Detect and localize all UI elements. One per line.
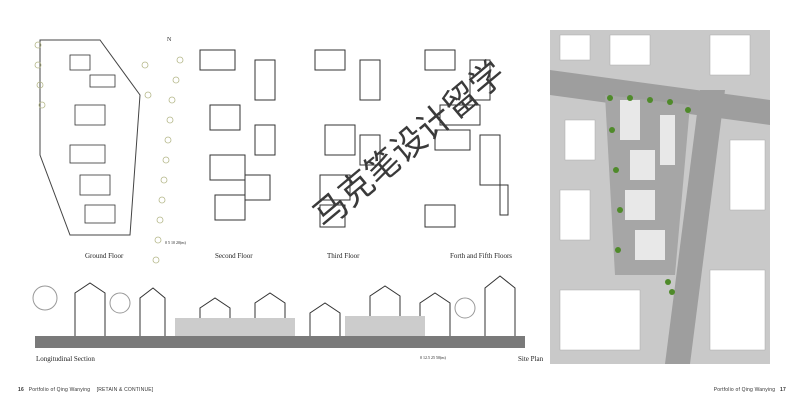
- footer-title-right: Portfolio of Qing Wanying: [713, 387, 776, 393]
- section-scale-bar: 0 12.5 25 50(m): [420, 355, 446, 360]
- column-of-trees: [152, 56, 184, 264]
- scale-bar: 0 5 10 20(m): [165, 240, 186, 245]
- page-number-right: 17: [780, 387, 786, 393]
- fourth-fifth-floor-plan: [424, 49, 509, 228]
- page-number-left: 16: [18, 387, 24, 393]
- site-plan-label: Site Plan: [518, 355, 544, 363]
- north-arrow: N: [167, 37, 172, 43]
- footer-subtitle: [RETAIN & CONTINUE]: [96, 387, 154, 393]
- third-floor-plan: [314, 49, 381, 228]
- longitudinal-section: [32, 275, 525, 348]
- ground-floor-plan: [34, 39, 152, 236]
- section-label: Longitudinal Section: [36, 355, 95, 363]
- right-footer: Portfolio of Qing Wanying 17: [714, 387, 786, 393]
- fourth-fifth-floor-label: Forth and Fifth Floors: [450, 252, 513, 260]
- second-floor-label: Second Floor: [215, 252, 253, 260]
- site-plan: [550, 30, 770, 364]
- third-floor-label: Third Floor: [327, 252, 360, 260]
- second-floor-plan: [199, 49, 276, 221]
- ground-floor-label: Ground Floor: [85, 252, 124, 260]
- left-footer: 16 Portfolio of Qing Wanying [RETAIN & C…: [18, 387, 153, 393]
- footer-title-left: Portfolio of Qing Wanying: [28, 387, 91, 393]
